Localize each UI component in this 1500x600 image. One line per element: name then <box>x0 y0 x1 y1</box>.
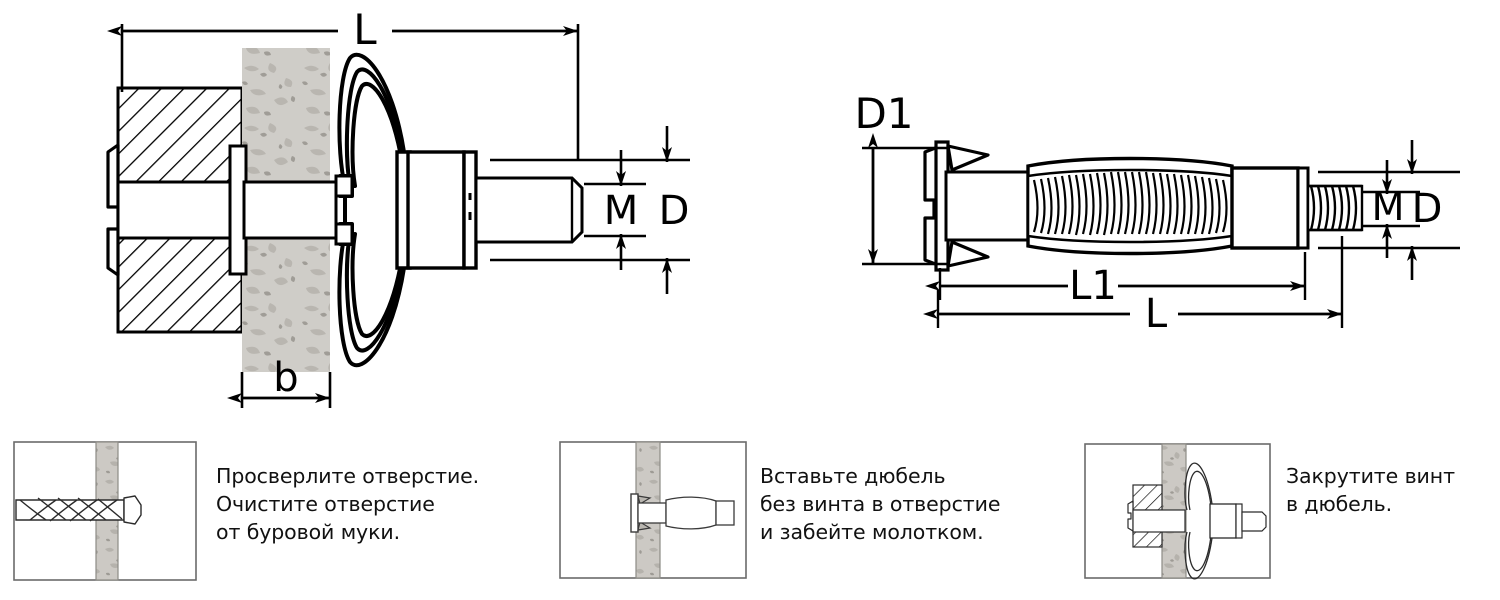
dimension-D1: D1 <box>854 89 948 266</box>
dimension-label-L-left: L <box>353 5 377 54</box>
dimension-label-b: b <box>273 355 298 401</box>
dimension-label-D1: D1 <box>854 89 913 138</box>
anchor-prong-top <box>946 144 990 172</box>
step-1-text: Просверлите отверстие. Очистите отверсти… <box>216 464 480 544</box>
dimension-label-D-left: D <box>659 188 690 234</box>
wall-hatched-section <box>116 86 244 334</box>
anchor-expansion-body <box>1026 156 1234 256</box>
dimension-D-right: D <box>1318 140 1460 280</box>
anchor-profile-diagram: D1 L1 L <box>854 89 1460 337</box>
anchor-nut-barrel <box>1230 166 1310 250</box>
dimension-label-D-right: D <box>1412 186 1443 232</box>
step-2-illustration <box>559 441 747 579</box>
dimension-b: b <box>227 355 332 408</box>
anchor-prong-bottom <box>946 240 990 268</box>
dimension-label-M-left: M <box>604 188 639 234</box>
dimension-L1: L1 <box>925 252 1307 309</box>
anchor-icon <box>630 493 735 533</box>
step-2-text: Вставьте дюбель без винта в отверстие и … <box>760 464 1001 544</box>
anchor-barrel <box>406 150 478 270</box>
anchor-sleeve <box>944 170 1032 242</box>
screw-anchor-icon <box>1127 462 1267 580</box>
wall-board-panel <box>242 48 330 372</box>
dimension-label-L1: L1 <box>1069 263 1117 309</box>
anchor-rib-lines <box>1032 171 1228 236</box>
installed-section-diagram: L b M D <box>106 5 690 408</box>
dimension-M-left: M <box>584 150 646 270</box>
dimension-L-left: L <box>107 5 580 160</box>
screw-thread-stub <box>1306 184 1364 232</box>
dimension-label-L-right: L <box>1145 291 1168 337</box>
step-3-text: Закрутите винт в дюбель. <box>1286 464 1455 516</box>
dimension-M-right: M <box>1362 160 1420 258</box>
dimension-L-right: L <box>923 236 1344 337</box>
thread-helix-lines <box>1309 185 1358 231</box>
step-1-illustration <box>13 441 197 581</box>
dimension-label-M-right: M <box>1372 185 1405 229</box>
screw-shank <box>116 144 338 276</box>
step-3-illustration <box>1084 443 1271 580</box>
anchor-collapsed-legs <box>337 52 406 368</box>
drill-bit-icon <box>15 495 142 525</box>
dimension-D-left: D <box>490 126 690 294</box>
screw-threaded-stud <box>474 176 584 244</box>
